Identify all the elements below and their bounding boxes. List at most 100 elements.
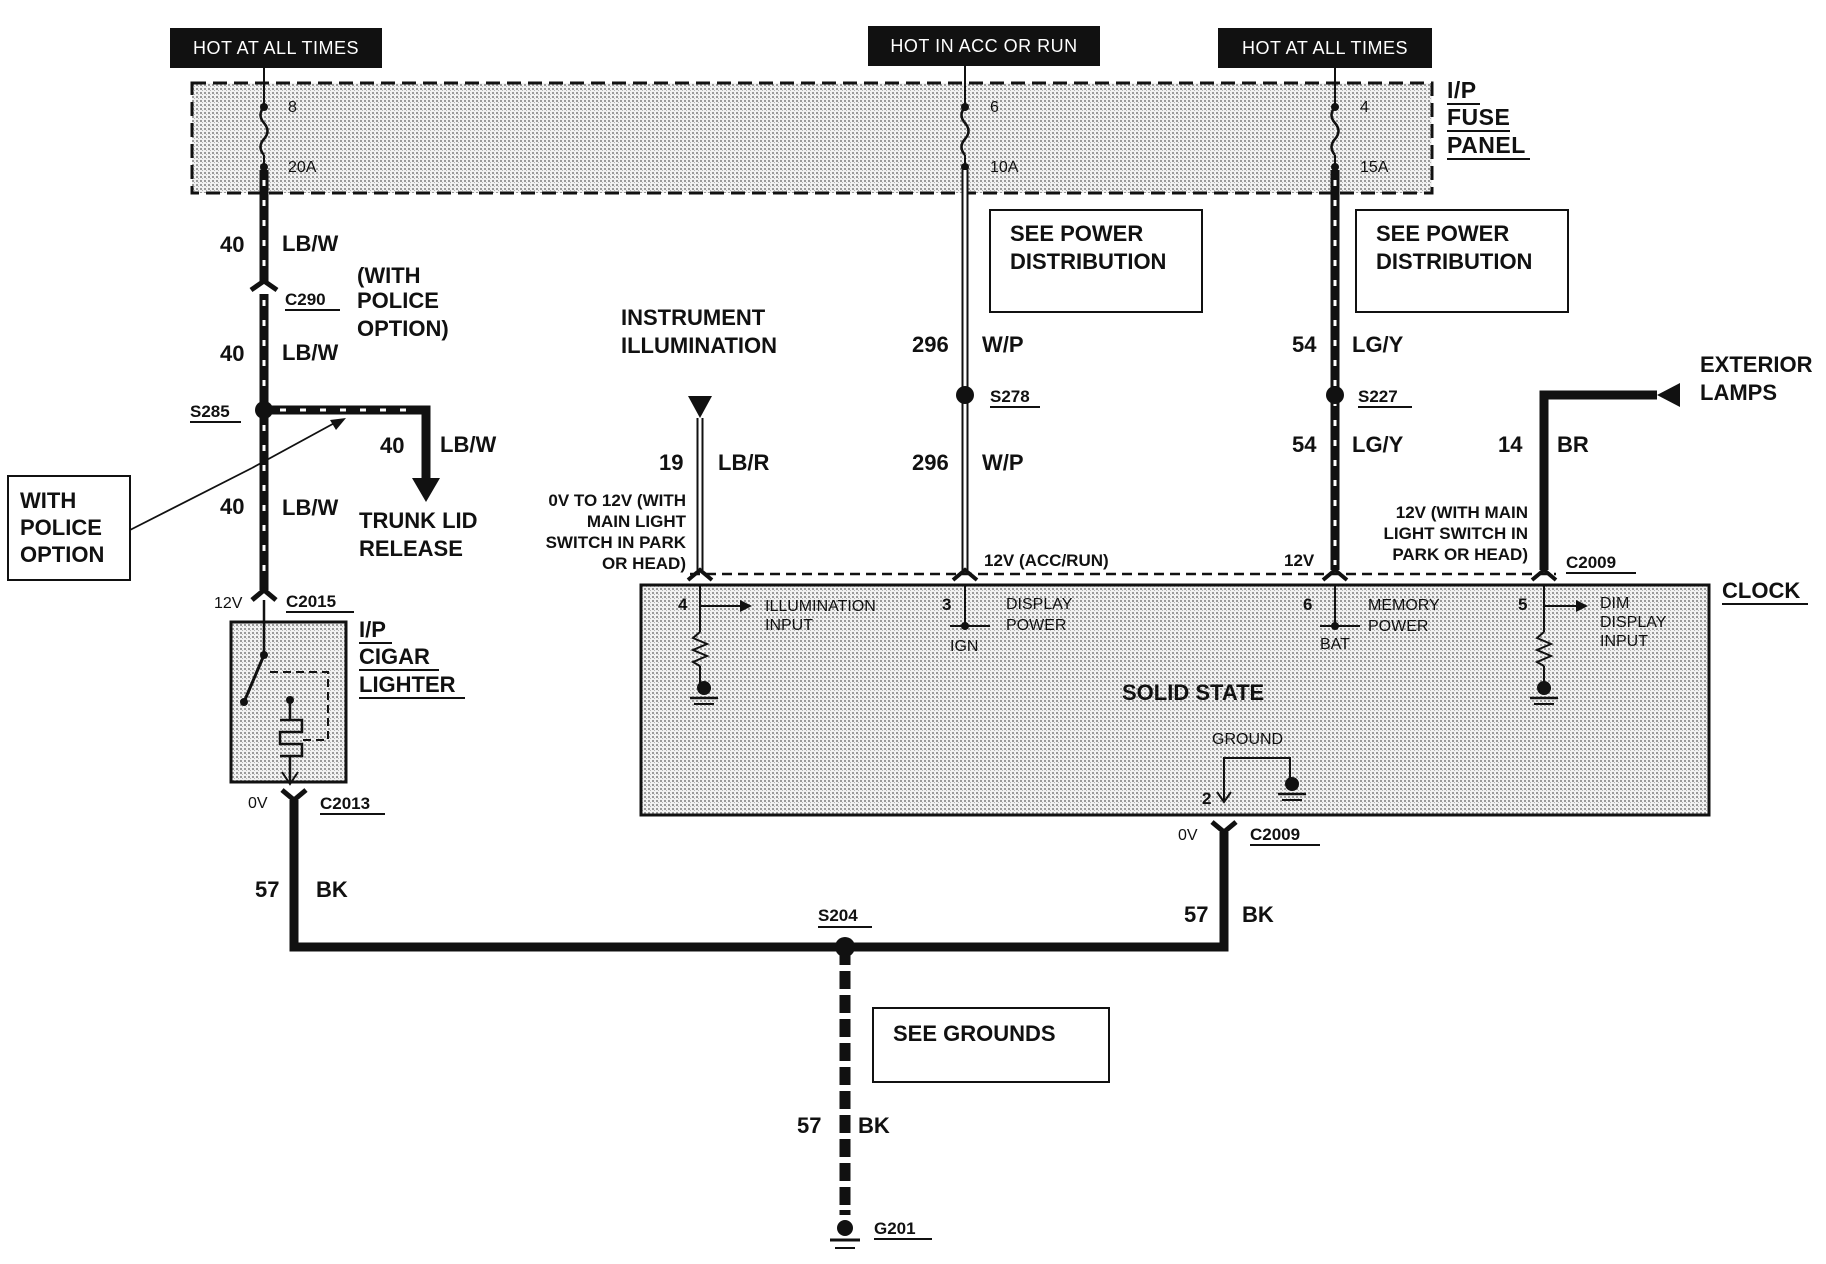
svg-text:SEE POWER: SEE POWER (1010, 221, 1143, 246)
svg-text:6: 6 (1303, 595, 1312, 614)
connector-c2009-top: C2009 (1566, 553, 1636, 574)
svg-text:INPUT: INPUT (765, 617, 813, 634)
svg-text:C2009: C2009 (1250, 825, 1300, 844)
wire-color-label: BK (316, 877, 348, 902)
svg-text:15A: 15A (1360, 159, 1389, 176)
svg-text:TRUNK LID: TRUNK LID (359, 508, 478, 533)
wire-num-label: 296 (912, 332, 949, 357)
connector-c2013: 0V C2013 (248, 788, 385, 815)
svg-text:HOT IN ACC OR RUN: HOT IN ACC OR RUN (890, 36, 1077, 56)
svg-text:DISPLAY: DISPLAY (1006, 596, 1073, 613)
svg-text:G201: G201 (874, 1219, 916, 1238)
connector-c2015: 12V C2015 (214, 586, 354, 613)
svg-text:ILLUMINATION: ILLUMINATION (621, 333, 777, 358)
acc-voltage-label: 12V (ACC/RUN) (984, 551, 1109, 570)
svg-text:LIGHTER: LIGHTER (359, 672, 456, 697)
trunk-lid-release-label: TRUNK LID RELEASE (359, 508, 478, 561)
svg-text:2: 2 (1202, 789, 1211, 808)
wire-num-label: 40 (220, 494, 244, 519)
ground-g201: G201 (830, 1219, 932, 1249)
cigar-lighter-label: I/P CIGAR LIGHTER (359, 617, 465, 699)
svg-text:0V TO 12V (WITH: 0V TO 12V (WITH (548, 491, 686, 510)
power-tag-hot-left: HOT AT ALL TIMES (170, 28, 382, 68)
wire-num-label: 57 (797, 1113, 821, 1138)
wire-color-label: LB/W (282, 231, 338, 256)
wire-color-label: W/P (982, 332, 1024, 357)
svg-text:8: 8 (288, 99, 297, 116)
svg-text:INPUT: INPUT (1600, 633, 1648, 650)
svg-text:DIM: DIM (1600, 595, 1629, 612)
wire-color-label: BK (1242, 902, 1274, 927)
clock-internal-ground: GROUND 2 (1202, 731, 1306, 808)
wire-color-label: LB/R (718, 450, 769, 475)
svg-text:LAMPS: LAMPS (1700, 380, 1777, 405)
wire-40-lbw-branch (264, 405, 440, 502)
svg-text:C2015: C2015 (286, 592, 336, 611)
svg-text:OR HEAD): OR HEAD) (602, 554, 686, 573)
svg-text:LIGHT SWITCH IN: LIGHT SWITCH IN (1384, 524, 1528, 543)
svg-text:ILLUMINATION: ILLUMINATION (765, 598, 876, 615)
fuse-8: 8 20A (259, 68, 317, 176)
svg-text:PARK OR HEAD): PARK OR HEAD) (1392, 545, 1528, 564)
see-power-distribution-box-1: SEE POWER DISTRIBUTION (989, 209, 1203, 313)
illumination-input-arrow (688, 396, 712, 418)
svg-text:IGN: IGN (950, 638, 978, 655)
svg-text:12V (WITH MAIN: 12V (WITH MAIN (1396, 503, 1528, 522)
wire-num-label: 40 (220, 341, 244, 366)
power-tag-hot-right: HOT AT ALL TIMES (1218, 28, 1432, 68)
wire-color-label: BK (858, 1113, 890, 1138)
svg-text:SEE GROUNDS: SEE GROUNDS (893, 1021, 1056, 1046)
svg-text:I/P: I/P (1447, 77, 1477, 103)
wire-color-label: W/P (982, 450, 1024, 475)
svg-text:DISTRIBUTION: DISTRIBUTION (1376, 249, 1532, 274)
svg-text:C2013: C2013 (320, 794, 370, 813)
svg-text:(WITH: (WITH (357, 263, 421, 288)
svg-text:HOT AT ALL TIMES: HOT AT ALL TIMES (1242, 38, 1408, 58)
svg-text:S278: S278 (990, 387, 1030, 406)
wire-color-label: LG/Y (1352, 432, 1404, 457)
bat-voltage-label: 12V (1284, 551, 1315, 570)
svg-text:INSTRUMENT: INSTRUMENT (621, 305, 766, 330)
svg-text:I/P: I/P (359, 617, 386, 642)
svg-text:DISTRIBUTION: DISTRIBUTION (1010, 249, 1166, 274)
wire-num-label: 57 (1184, 902, 1208, 927)
connector-c2009-bottom: 0V C2009 (1178, 820, 1320, 846)
svg-text:WITH: WITH (20, 488, 76, 513)
svg-text:3: 3 (942, 595, 951, 614)
clock-module (639, 583, 1711, 817)
cigar-lighter-component (229, 600, 348, 786)
svg-text:S204: S204 (818, 906, 858, 925)
svg-text:SWITCH IN PARK: SWITCH IN PARK (546, 533, 687, 552)
wire-color-label: LB/W (282, 495, 338, 520)
svg-text:C2009: C2009 (1566, 553, 1616, 572)
illumination-voltage-note: 0V TO 12V (WITH MAIN LIGHT SWITCH IN PAR… (546, 491, 687, 573)
wire-57-bk-right (845, 832, 1229, 952)
splice-s278: S278 (956, 386, 1040, 408)
clock-title: CLOCK (1722, 578, 1808, 605)
fuse-4: 4 15A (1330, 68, 1389, 176)
wire-num-label: 40 (380, 433, 404, 458)
police-option-callout: WITH POLICE OPTION (7, 418, 346, 581)
svg-text:4: 4 (1360, 99, 1369, 116)
fuse-6: 6 10A (960, 66, 1019, 176)
svg-text:S285: S285 (190, 402, 230, 421)
wire-color-label: LG/Y (1352, 332, 1404, 357)
connector-c290: C290 (249, 277, 340, 311)
svg-text:5: 5 (1518, 595, 1527, 614)
svg-text:GROUND: GROUND (1212, 731, 1283, 748)
exterior-voltage-note: 12V (WITH MAIN LIGHT SWITCH IN PARK OR H… (1384, 503, 1528, 564)
fuse-panel: I/P FUSE PANEL (190, 77, 1530, 195)
wire-14-br (1539, 390, 1657, 570)
svg-text:FUSE: FUSE (1447, 104, 1510, 130)
wire-num-label: 19 (659, 450, 683, 475)
clock-pin-4: 4 ILLUMINATION INPUT (678, 585, 876, 705)
svg-text:CIGAR: CIGAR (359, 644, 430, 669)
svg-text:0V: 0V (248, 795, 268, 812)
wire-num-label: 296 (912, 450, 949, 475)
clock-pin-5: 5 DIM DISPLAY INPUT (1518, 585, 1667, 705)
see-grounds-box: SEE GROUNDS (872, 1007, 1110, 1083)
clock-pin-3: 3 DISPLAY POWER IGN (942, 585, 1073, 655)
exterior-lamps-label: EXTERIOR LAMPS (1700, 352, 1813, 405)
exterior-lamps-arrow (1657, 383, 1680, 407)
